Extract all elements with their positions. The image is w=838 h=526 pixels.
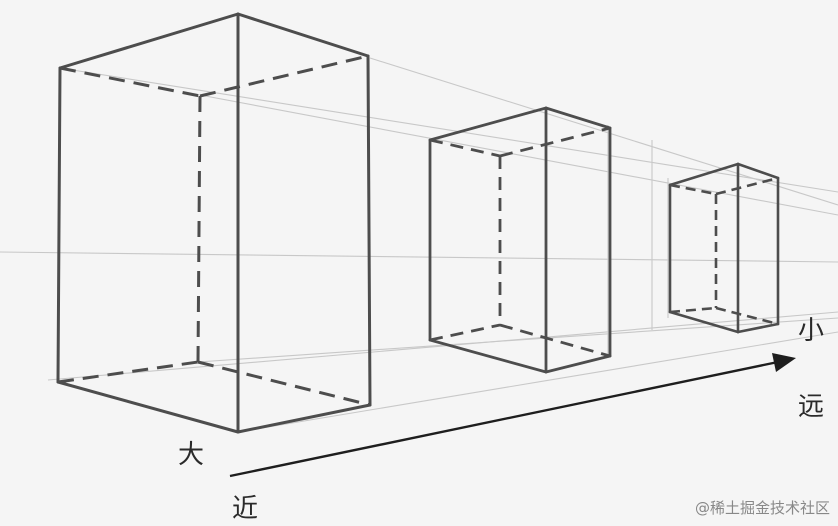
medium-box-edge [428, 338, 548, 374]
small-box-edge [736, 322, 780, 334]
direction-arrowhead-icon [772, 353, 796, 372]
guide-line-base [47, 311, 838, 381]
large-box-edge [56, 66, 62, 384]
large-box-edge [236, 12, 370, 58]
medium-box-hidden-edge [429, 138, 501, 158]
medium-box [428, 106, 612, 374]
label-near: 近 [232, 494, 259, 524]
label-small: 小 [798, 316, 825, 346]
guide-line-mid [369, 57, 838, 206]
small-box-hidden-edge [669, 183, 717, 196]
large-box-edge [236, 403, 372, 434]
large-box-hidden-edge [57, 360, 199, 384]
medium-box-hidden [429, 126, 611, 358]
construction-lines [0, 57, 838, 433]
small-box-hidden-edge [715, 176, 779, 196]
direction-arrow [229, 353, 796, 478]
small-box-edge [668, 162, 740, 187]
watermark: @稀土掘金技术社区 [694, 499, 830, 517]
large-box-hidden-edge [59, 66, 201, 98]
small-box [668, 162, 780, 334]
medium-box-hidden-edge [429, 323, 501, 342]
large-box-edge [56, 380, 240, 434]
horizon-line [0, 251, 838, 263]
medium-box-edge [428, 106, 548, 142]
medium-box-edge [544, 106, 612, 130]
label-big: 大 [178, 440, 205, 470]
small-box-edge [736, 162, 780, 180]
guide-line-bottom [237, 331, 838, 433]
large-box-hidden-edge [199, 54, 369, 98]
small-box-hidden [669, 176, 779, 326]
large-box-hidden [57, 54, 371, 407]
label-far: 远 [798, 392, 825, 422]
small-box-hidden-edge [715, 306, 779, 326]
medium-box-edge [544, 354, 612, 374]
large-box-edge [58, 12, 240, 70]
direction-arrow-shaft [229, 360, 779, 478]
medium-box-hidden-edge [499, 323, 611, 358]
large-box-hidden-edge [196, 95, 202, 363]
guide-line-top [59, 67, 838, 193]
guide-line-upper [199, 94, 838, 216]
small-box-edge [668, 310, 740, 334]
medium-box-hidden-edge [499, 126, 611, 158]
large-box-hidden-edge [197, 360, 371, 407]
large-box-edge [366, 54, 372, 407]
small-box-hidden-edge [669, 306, 717, 314]
large-box [56, 12, 372, 434]
